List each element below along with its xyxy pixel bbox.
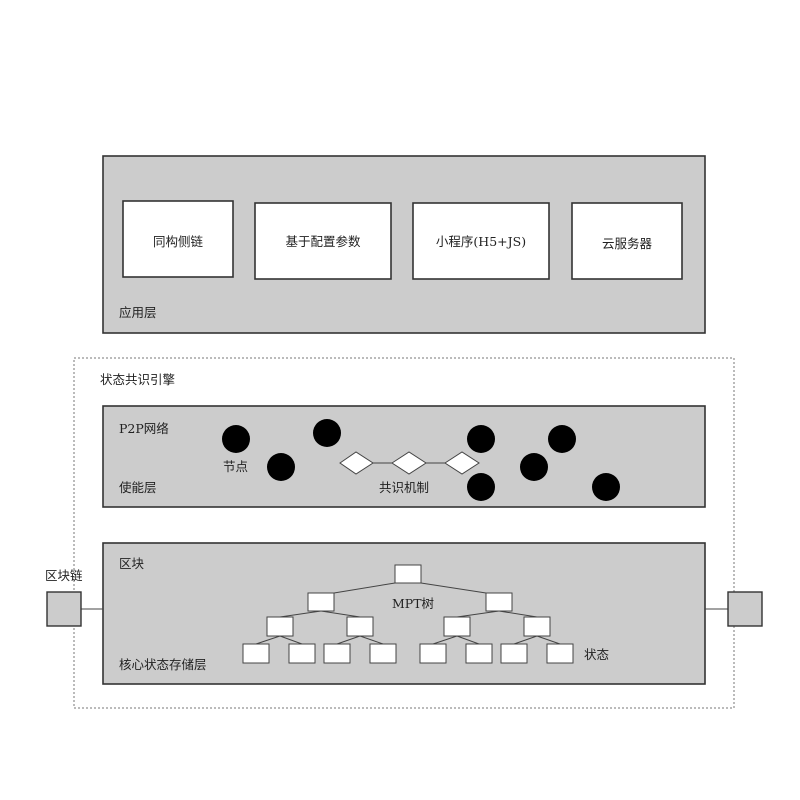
block-label: 区块	[119, 556, 145, 571]
p2p-node	[467, 425, 495, 453]
core-storage-layer: 区块 核心状态存储层 MPT树 状态	[102, 542, 706, 685]
mpt-edge	[498, 610, 538, 618]
p2p-node	[467, 473, 495, 501]
mpt-edge	[279, 610, 322, 618]
consensus-engine-frame	[73, 357, 735, 709]
mpt-leaf-node	[242, 643, 270, 664]
mpt-edge	[333, 582, 396, 594]
blockchain-left-block	[46, 591, 82, 627]
consensus-engine-label: 状态共识引擎	[100, 372, 175, 387]
p2p-node	[548, 425, 576, 453]
mpt-node	[443, 616, 471, 637]
mpt-edge	[420, 582, 487, 594]
module-label-cloud-server: 云服务器	[602, 236, 653, 251]
mpt-edge	[359, 635, 384, 645]
mpt-leaf-node	[465, 643, 493, 664]
mpt-node	[266, 616, 294, 637]
consensus-diamond	[391, 451, 427, 475]
consensus-diamond	[444, 451, 480, 475]
core-storage-layer-label: 核心状态存储层	[119, 657, 207, 672]
mpt-node	[307, 592, 335, 612]
mpt-edge	[336, 635, 361, 645]
blockchain-connectors: 区块链	[45, 568, 763, 627]
mpt-leaf-node	[546, 643, 574, 664]
module-box-miniprogram	[412, 202, 550, 280]
mpt-edge	[456, 610, 500, 618]
mpt-node	[523, 616, 551, 637]
module-label-sidechain: 同构侧链	[153, 234, 204, 249]
blockchain-right-block	[727, 591, 763, 627]
mpt-edge	[255, 635, 281, 645]
mpt-edge	[279, 635, 303, 645]
p2p-node	[222, 425, 250, 453]
mpt-tree-label: MPT树	[392, 596, 434, 611]
module-box-cloud-server	[571, 202, 683, 280]
mpt-leaf-node	[500, 643, 528, 664]
p2p-node	[592, 473, 620, 501]
mpt-root-node	[394, 564, 422, 584]
module-label-miniprogram: 小程序(H5+JS)	[436, 234, 526, 249]
consensus-mechanism-label: 共识机制	[379, 480, 429, 495]
mpt-edge	[432, 635, 458, 645]
module-box-config	[254, 202, 392, 280]
module-box-sidechain	[122, 200, 234, 278]
mpt-node	[346, 616, 374, 637]
mpt-node	[485, 592, 513, 612]
mpt-edge	[513, 635, 538, 645]
blockchain-label: 区块链	[45, 568, 83, 583]
mpt-edge	[456, 635, 480, 645]
node-label: 节点	[223, 459, 248, 474]
p2p-node	[267, 453, 295, 481]
application-layer-label: 应用层	[119, 305, 157, 320]
module-label-config: 基于配置参数	[285, 234, 361, 249]
consensus-diamond	[339, 451, 374, 475]
state-label: 状态	[584, 647, 609, 662]
enable-layer: P2P网络 使能层 节点 共识机制	[102, 405, 706, 508]
mpt-edge	[320, 610, 361, 618]
mpt-edge	[536, 635, 561, 645]
mpt-leaf-node	[288, 643, 316, 664]
mpt-leaf-node	[323, 643, 351, 664]
p2p-node	[520, 453, 548, 481]
p2p-network-label: P2P网络	[119, 421, 169, 436]
mpt-leaf-node	[369, 643, 397, 664]
p2p-node	[313, 419, 341, 447]
mpt-leaf-node	[419, 643, 447, 664]
application-layer: 同构侧链 基于配置参数 小程序(H5+JS) 云服务器 应用层	[102, 155, 706, 334]
enable-layer-label: 使能层	[119, 480, 157, 495]
